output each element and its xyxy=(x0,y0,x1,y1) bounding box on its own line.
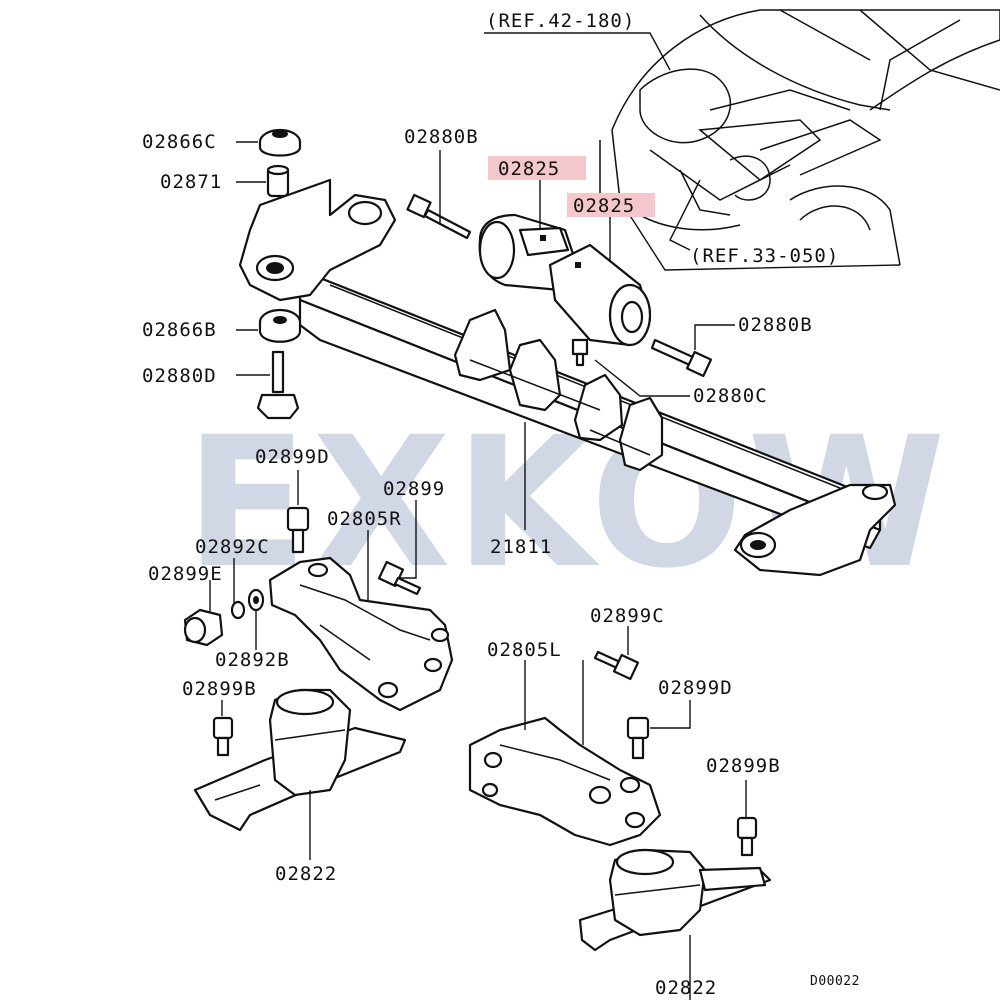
washer-02892B xyxy=(247,588,265,612)
label-02866C: 02866C xyxy=(142,131,217,153)
label-02822-right: 02822 xyxy=(655,977,717,999)
ref-label-42-180: (REF.42-180) xyxy=(486,10,635,32)
washer-02892C xyxy=(230,600,246,620)
label-02899D-right: 02899D xyxy=(658,677,733,699)
collar-02871 xyxy=(266,164,290,198)
bushing-02825-b xyxy=(548,243,652,347)
label-02866B: 02866B xyxy=(142,319,217,341)
label-02892B: 02892B xyxy=(215,649,290,671)
crossmember-21811 xyxy=(238,178,897,577)
label-02880C: 02880C xyxy=(693,385,768,407)
highlight-02825-b xyxy=(567,193,655,217)
bolt-02899D-right xyxy=(626,716,650,760)
insulator-02866B xyxy=(258,308,302,343)
bolt-02880B-right xyxy=(650,338,713,378)
label-02899: 02899 xyxy=(383,478,445,500)
label-02899D-left: 02899D xyxy=(255,446,330,468)
bolt-02899C xyxy=(593,650,640,681)
highlight-02825-a xyxy=(488,156,586,180)
bolt-02899D-left xyxy=(286,506,310,554)
label-02899B-right: 02899B xyxy=(706,755,781,777)
mount-bracket-02805R xyxy=(268,556,454,712)
stopper-02899E xyxy=(183,608,224,647)
label-02880B-top: 02880B xyxy=(404,126,479,148)
mount-bracket-02805L xyxy=(468,716,662,847)
label-21811: 21811 xyxy=(490,536,552,558)
ref-label-33-050: (REF.33-050) xyxy=(690,245,839,267)
label-02825-a: 02825 xyxy=(498,158,560,180)
label-02880D: 02880D xyxy=(142,365,217,387)
label-02805L: 02805L xyxy=(487,639,562,661)
leader-lines xyxy=(209,141,747,1000)
bolt-02899B-right xyxy=(736,816,758,857)
drawing-code: D00022 xyxy=(810,974,860,989)
insulator-02866C xyxy=(258,128,302,157)
label-02822-left: 02822 xyxy=(275,863,337,885)
bolt-02880B-top xyxy=(406,193,472,240)
label-02892C: 02892C xyxy=(195,536,270,558)
bolt-02899B-left xyxy=(212,716,234,757)
bolt-02899 xyxy=(377,560,422,596)
label-02825-b: 02825 xyxy=(573,195,635,217)
label-02871: 02871 xyxy=(160,171,222,193)
engine-mount-02822-left xyxy=(193,688,407,832)
label-02899C: 02899C xyxy=(590,605,665,627)
engine-mount-02822-right xyxy=(578,848,772,952)
bolt-02880D xyxy=(256,350,300,420)
label-02899E: 02899E xyxy=(148,563,223,585)
vehicle-reference-sketch xyxy=(484,9,1000,271)
label-02899B-left: 02899B xyxy=(182,678,257,700)
nut-02880C xyxy=(571,338,589,367)
label-02805R: 02805R xyxy=(327,508,402,530)
label-02880B-right: 02880B xyxy=(738,314,813,336)
